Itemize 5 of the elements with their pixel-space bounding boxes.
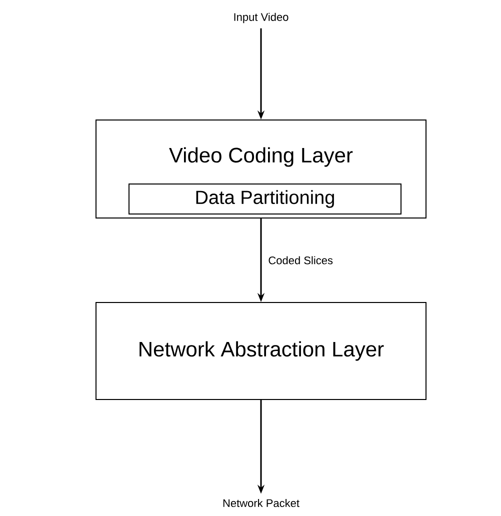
edge-label: Coded Slices [268,256,333,264]
text-label: Input Video [234,12,288,24]
text-label: Network Packet [223,498,300,508]
inner-box: Data Partitioning [128,184,402,214]
layer-box: Network Abstraction Layer [96,302,426,400]
